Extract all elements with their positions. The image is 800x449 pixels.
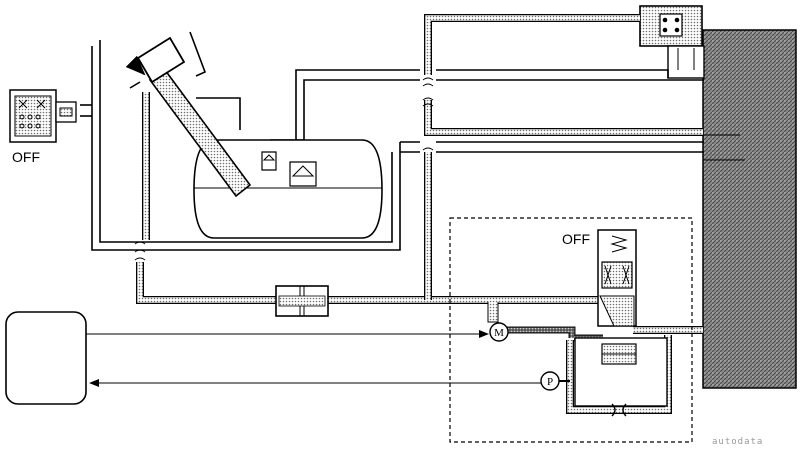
ecm-box: [5, 311, 87, 405]
leak-detection-module: [449, 217, 693, 443]
vent-line-upper: [295, 69, 704, 162]
vent-line-lower: [80, 40, 704, 251]
motor-letter: M: [494, 327, 504, 339]
pump-motor-symbol: M: [489, 322, 509, 342]
tank-vent-valve-large: [289, 161, 317, 187]
vent-pipe-top: [424, 14, 703, 136]
pump-loop-pipe: [566, 335, 672, 414]
rollover-valve-housing: [639, 5, 705, 79]
valve-state-label: OFF: [562, 231, 590, 247]
fuel-tank: [193, 139, 383, 239]
solenoid-state-label: OFF: [12, 149, 40, 165]
pressure-letter: P: [547, 376, 553, 388]
charcoal-canister: [702, 29, 797, 389]
pressure-sensor-symbol: P: [540, 371, 570, 391]
purge-pipe-bottom: [326, 152, 703, 334]
pump-chamber: [574, 337, 668, 407]
fuel-flow-arrow: [125, 55, 146, 76]
vent-pipe-left: [136, 92, 278, 304]
changeover-valve: [597, 229, 637, 327]
vent-solenoid: [9, 89, 77, 143]
filler-cap: [136, 36, 186, 84]
watermark: autodata: [712, 437, 763, 447]
tank-vent-valve-small: [261, 151, 277, 171]
inline-filter: [275, 285, 329, 317]
reference-orifice: [487, 302, 627, 417]
dark-bypass-pipe: [500, 326, 603, 342]
